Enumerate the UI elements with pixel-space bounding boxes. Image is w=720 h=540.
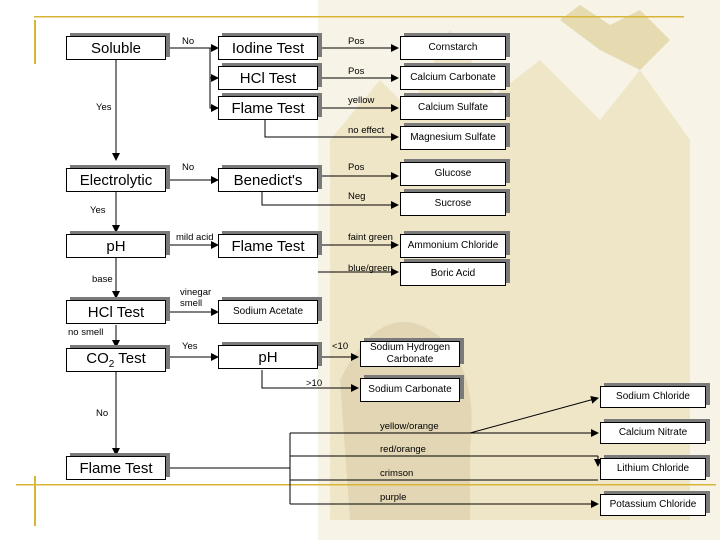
label-no-2: No [182, 162, 195, 173]
hcl-test-box-1: HCl Test [218, 66, 318, 90]
label-no-smell: no smell [68, 327, 104, 338]
ph-label-1: pH [106, 237, 126, 255]
iodine-test-box: Iodine Test [218, 36, 318, 60]
label-faint-green: faint green [348, 232, 393, 243]
accent-line-top [34, 16, 684, 18]
label-yes-2: Yes [90, 205, 106, 216]
result-glucose: Glucose [400, 162, 506, 186]
result-calcium-nitrate-label: Calcium Nitrate [618, 427, 688, 438]
accent-bar-bottom-left [34, 476, 36, 526]
label-crimson: crimson [380, 468, 414, 479]
label-vinegar-smell: vinegar smell [180, 287, 212, 309]
label-gt-10: >10 [306, 378, 323, 389]
label-yes-3: Yes [182, 341, 198, 352]
label-no-effect: no effect [348, 125, 385, 136]
label-no-1: No [182, 36, 195, 47]
co2-test-label: CO2 Test [86, 350, 145, 370]
soluble-box: Soluble [66, 36, 166, 60]
label-base: base [92, 274, 113, 285]
result-sodium-chloride-label: Sodium Chloride [616, 391, 690, 402]
benedicts-label: Benedict's [233, 171, 303, 189]
label-pos-iodine: Pos [348, 36, 365, 47]
label-lt-10: <10 [332, 341, 349, 352]
result-magnesium-sulfate: Magnesium Sulfate [400, 126, 506, 150]
result-calcium-sulfate: Calcium Sulfate [400, 96, 506, 120]
co2-tail: Test [114, 350, 146, 367]
result-calcium-carbonate-label: Calcium Carbonate [410, 72, 496, 83]
label-yellow: yellow [348, 95, 375, 106]
benedicts-box: Benedict's [218, 168, 318, 192]
result-ammonium-chloride-label: Ammonium Chloride [407, 240, 499, 251]
label-blue-green: blue/green [348, 263, 393, 274]
co2-main: CO [86, 350, 109, 367]
co2-test-box: CO2 Test [66, 348, 166, 372]
accent-line-bottom [16, 484, 716, 486]
iodine-test-label: Iodine Test [231, 39, 305, 57]
result-boric-acid: Boric Acid [400, 262, 506, 286]
result-calcium-sulfate-label: Calcium Sulfate [417, 102, 489, 113]
ph-box-1: pH [66, 234, 166, 258]
result-sucrose-label: Sucrose [434, 198, 472, 209]
label-pos-benedicts: Pos [348, 162, 365, 173]
result-sodium-hydrogen-carbonate-label: Sodium Hydrogen Carbonate [369, 342, 451, 365]
result-sodium-carbonate: Sodium Carbonate [360, 378, 460, 402]
label-yellow-orange: yellow/orange [380, 421, 439, 432]
label-red-orange: red/orange [380, 444, 426, 455]
label-neg: Neg [348, 191, 366, 202]
result-potassium-chloride-label: Potassium Chloride [609, 499, 697, 510]
flame-test-box-2: Flame Test [218, 234, 318, 258]
label-pos-hcl: Pos [348, 66, 365, 77]
soluble-label: Soluble [90, 39, 142, 57]
result-cornstarch-label: Cornstarch [428, 42, 478, 53]
accent-bar-top-left [34, 20, 36, 64]
label-yes-1: Yes [96, 102, 112, 113]
label-purple: purple [380, 492, 407, 503]
result-magnesium-sulfate-label: Magnesium Sulfate [410, 132, 496, 143]
ph-box-2: pH [218, 345, 318, 369]
flame-test-label-3: Flame Test [79, 459, 153, 477]
result-calcium-carbonate: Calcium Carbonate [400, 66, 506, 90]
ph-label-2: pH [258, 348, 278, 366]
hcl-test-label-2: HCl Test [87, 303, 145, 321]
result-calcium-nitrate: Calcium Nitrate [600, 422, 706, 444]
result-sodium-chloride: Sodium Chloride [600, 386, 706, 408]
result-lithium-chloride: Lithium Chloride [600, 458, 706, 480]
result-lithium-chloride-label: Lithium Chloride [616, 463, 690, 474]
label-no-3: No [96, 408, 109, 419]
result-ammonium-chloride: Ammonium Chloride [400, 234, 506, 258]
result-glucose-label: Glucose [434, 168, 472, 179]
flame-test-label-2: Flame Test [231, 237, 305, 255]
flame-test-box-1: Flame Test [218, 96, 318, 120]
result-cornstarch: Cornstarch [400, 36, 506, 60]
hcl-test-label-1: HCl Test [239, 69, 297, 87]
electrolytic-box: Electrolytic [66, 168, 166, 192]
result-boric-acid-label: Boric Acid [430, 268, 476, 279]
label-mild-acid: mild acid [176, 232, 214, 243]
result-sodium-carbonate-label: Sodium Carbonate [368, 384, 452, 395]
co2-subscript: 2 [108, 359, 115, 370]
result-sucrose: Sucrose [400, 192, 506, 216]
hcl-test-box-2: HCl Test [66, 300, 166, 324]
result-sodium-hydrogen-carbonate: Sodium Hydrogen Carbonate [360, 341, 460, 367]
result-potassium-chloride: Potassium Chloride [600, 494, 706, 516]
flame-test-label-1: Flame Test [231, 99, 305, 117]
electrolytic-label: Electrolytic [79, 171, 153, 189]
flame-test-box-3: Flame Test [66, 456, 166, 480]
result-sodium-acetate-label: Sodium Acetate [232, 306, 304, 317]
result-sodium-acetate: Sodium Acetate [218, 300, 318, 324]
